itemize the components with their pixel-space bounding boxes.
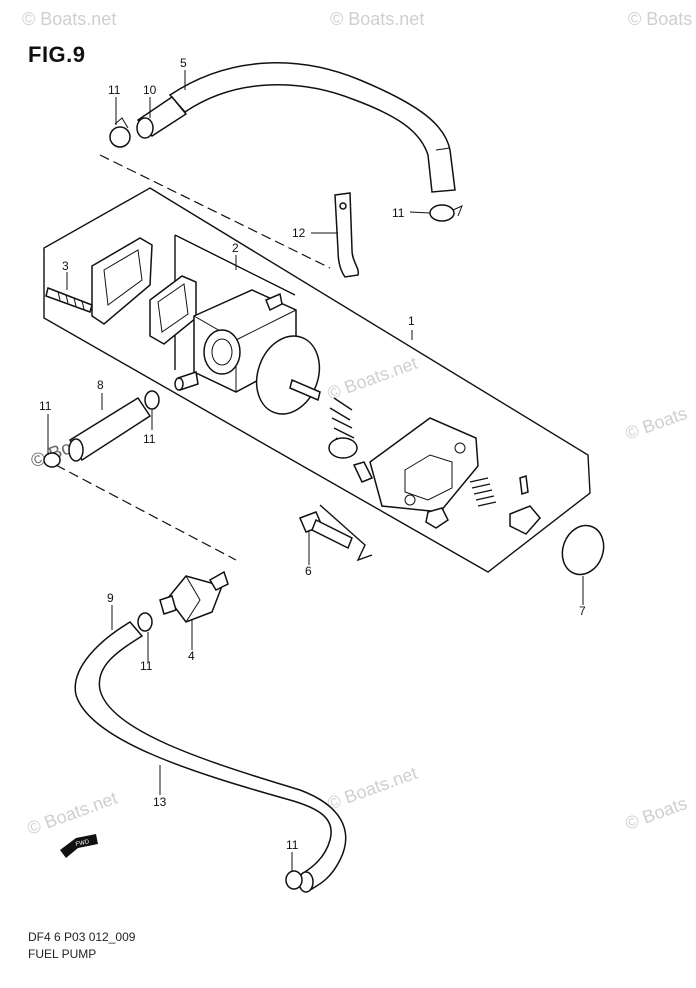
cover-nut bbox=[425, 507, 449, 529]
diaphragm bbox=[255, 335, 321, 415]
fwd-label: FWD bbox=[75, 839, 90, 848]
cover-pin bbox=[352, 461, 374, 483]
figure-name: FUEL PUMP bbox=[28, 947, 97, 961]
watermark-top-left: © Boats.net bbox=[22, 9, 116, 29]
watermark-lower-left: © Boats.net bbox=[25, 788, 120, 839]
callout-3: 3 bbox=[62, 259, 69, 273]
callout-4: 4 bbox=[188, 649, 195, 663]
clip-11-hose-end bbox=[429, 204, 463, 222]
callout-9: 9 bbox=[107, 591, 114, 605]
watermark-top-right: © Boats bbox=[628, 9, 692, 29]
watermark-middle-right: © Boats bbox=[623, 403, 690, 444]
fuel-filter-4 bbox=[159, 570, 229, 623]
callout-11-filter: 11 bbox=[140, 659, 153, 673]
spring bbox=[328, 397, 358, 459]
pump-body-nipple bbox=[174, 371, 199, 391]
pipe-8 bbox=[68, 396, 152, 462]
pipe-10 bbox=[136, 95, 188, 139]
watermark-middle-center: © Boats.net bbox=[325, 353, 420, 404]
callout-8: 8 bbox=[97, 378, 104, 392]
callout-6: 6 bbox=[305, 564, 312, 578]
hose-13 bbox=[74, 621, 347, 893]
callout-2: 2 bbox=[232, 241, 239, 255]
watermark-lower-center: © Boats.net bbox=[325, 763, 420, 814]
callout-11-hose-end: 11 bbox=[392, 206, 405, 220]
callout-12: 12 bbox=[292, 226, 306, 240]
clip-11-pipe-8-left bbox=[43, 452, 61, 468]
pump-cover bbox=[369, 417, 479, 513]
fwd-arrow-icon: FWD bbox=[60, 834, 98, 858]
clip-11-hose-13-end bbox=[285, 870, 303, 890]
clip-11-top bbox=[109, 117, 131, 148]
bolt-break-line bbox=[319, 504, 373, 562]
check-valve-spring bbox=[469, 477, 497, 507]
callout-11-pipe-8-right: 11 bbox=[143, 432, 156, 446]
leader-lines bbox=[47, 70, 584, 872]
figure-title: FIG.9 bbox=[28, 42, 86, 67]
reference-dash-lower bbox=[55, 464, 237, 561]
callout-11-top-left: 11 bbox=[108, 83, 121, 97]
pump-assembly-frame bbox=[43, 187, 591, 573]
o-ring-7 bbox=[561, 524, 605, 576]
gasket-plate-left bbox=[91, 237, 153, 325]
clip-11-filter bbox=[137, 612, 153, 632]
bracket-12 bbox=[334, 192, 360, 278]
gasket-middle bbox=[149, 275, 197, 345]
screw-3 bbox=[45, 286, 93, 313]
bolt-6 bbox=[299, 511, 353, 550]
callout-13: 13 bbox=[153, 795, 167, 809]
watermark-lower-right: © Boats bbox=[623, 793, 690, 834]
figure-code: DF4 6 P03 012_009 bbox=[28, 930, 136, 944]
watermark-top-center: © Boats.net bbox=[330, 9, 424, 29]
callout-11-hose-13: 11 bbox=[286, 838, 299, 852]
callout-10: 10 bbox=[143, 83, 157, 97]
reference-dash-upper bbox=[99, 154, 331, 269]
check-valve-cap bbox=[509, 505, 541, 535]
check-valve-pin bbox=[519, 474, 529, 496]
callout-1: 1 bbox=[408, 314, 415, 328]
clip-11-pipe-8-right bbox=[144, 390, 160, 410]
hose-5 bbox=[168, 62, 456, 193]
callout-5: 5 bbox=[180, 56, 187, 70]
callout-7: 7 bbox=[579, 604, 586, 618]
callout-11-pipe-8-left: 11 bbox=[39, 399, 52, 413]
